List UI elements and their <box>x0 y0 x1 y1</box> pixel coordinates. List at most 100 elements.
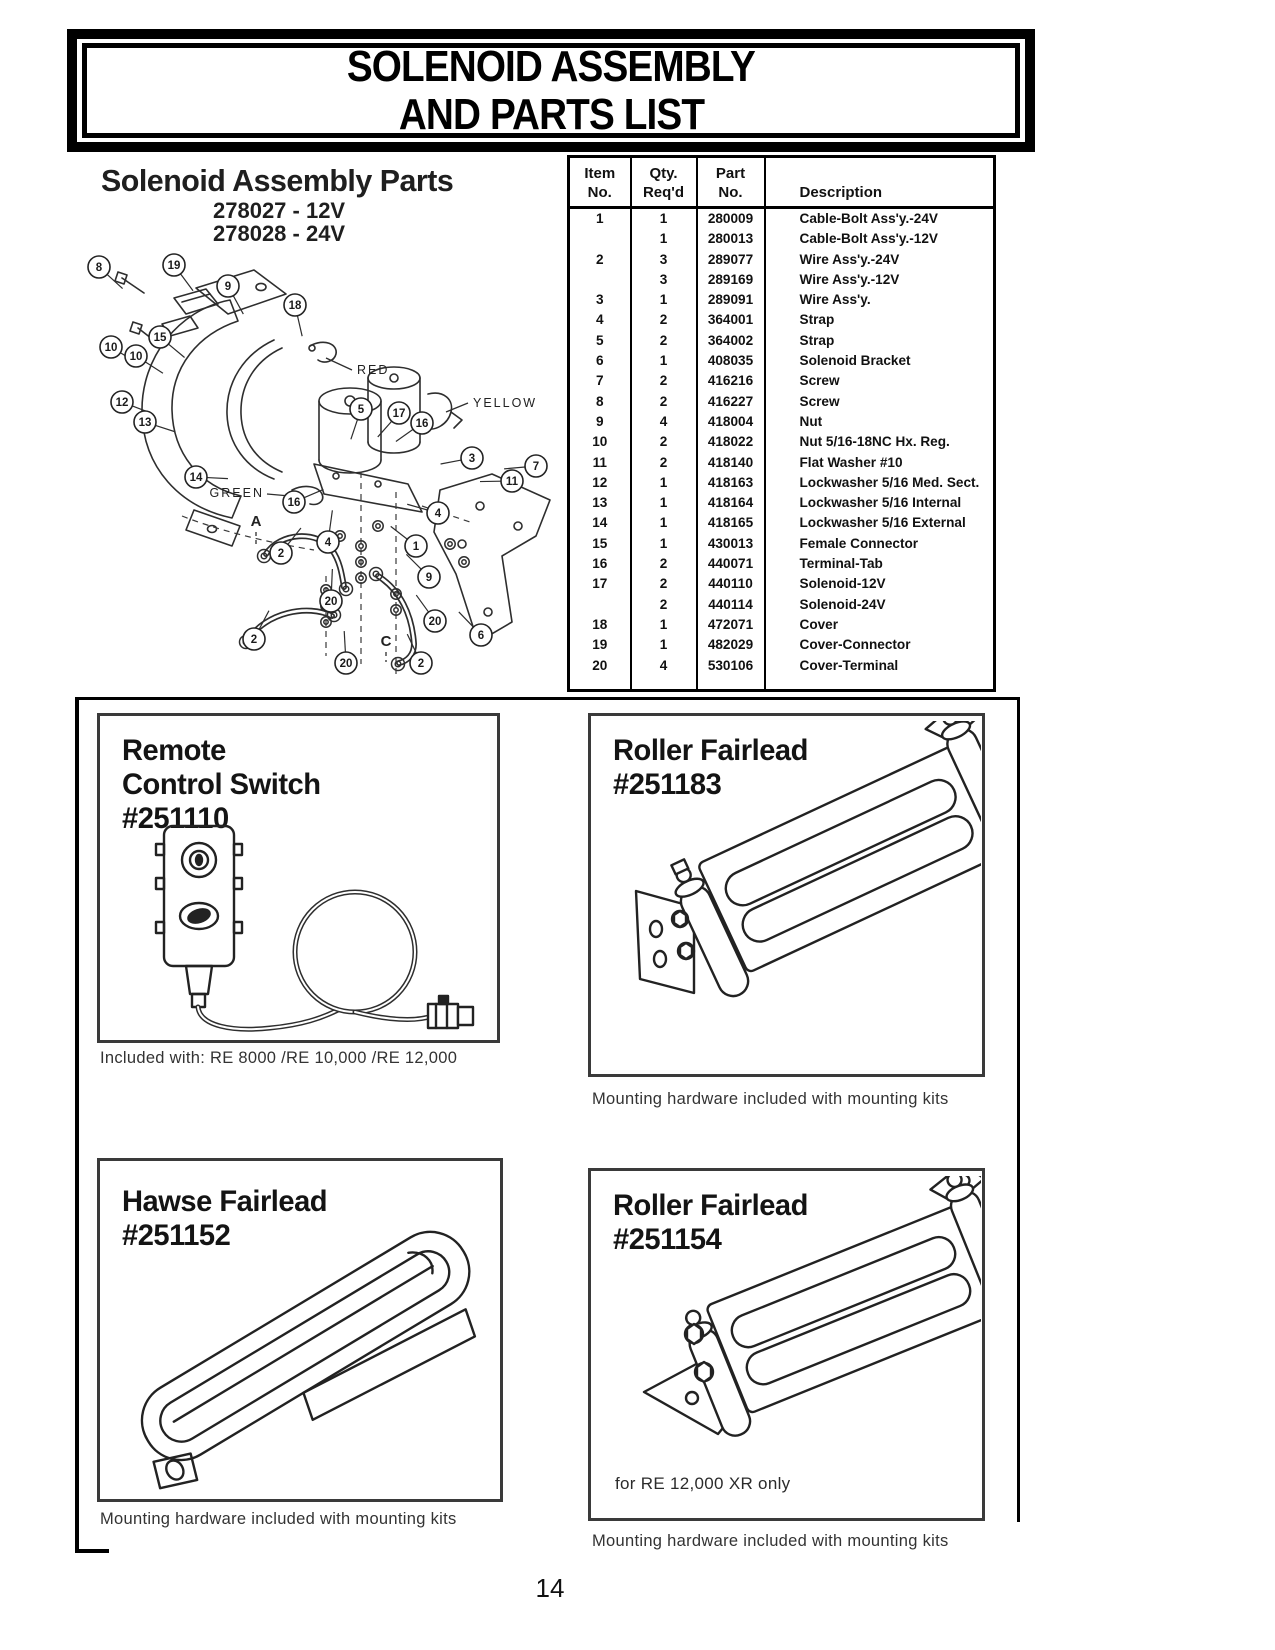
item-cell <box>569 595 631 615</box>
svg-text:7: 7 <box>533 461 539 473</box>
qty-cell: 1 <box>629 290 697 311</box>
svg-text:4: 4 <box>435 508 442 520</box>
svg-text:20: 20 <box>325 596 338 608</box>
svg-text:11: 11 <box>506 476 519 488</box>
qty-cell: 2 <box>629 330 697 352</box>
callout-2: 2 <box>242 610 270 651</box>
item-cell: 13 <box>592 495 608 511</box>
qty-cell: 4 <box>629 411 697 433</box>
header-qty-reqd: Qty.Req'd <box>629 156 697 209</box>
part-cell: 418165 <box>695 513 765 534</box>
desc-cell: Flat Washer #10 <box>763 452 995 473</box>
qty-cell: 2 <box>629 574 697 595</box>
item-cell: 20 <box>592 657 608 673</box>
part-cell: 416216 <box>695 371 765 392</box>
qty-cell: 1 <box>629 229 697 250</box>
item-cell: 14 <box>592 515 608 531</box>
svg-text:4: 4 <box>325 537 332 549</box>
svg-text:16: 16 <box>288 497 301 509</box>
svg-text:14: 14 <box>190 472 203 484</box>
item-cell: 15 <box>592 535 608 551</box>
roller-fairlead-251183-box: Roller Fairlead #251183 <box>588 713 985 1077</box>
callout-9: 9 <box>216 274 244 315</box>
svg-text:1: 1 <box>413 541 420 553</box>
accessories-section-frame <box>75 697 1017 1553</box>
desc-cell: Nut <box>763 411 995 433</box>
qty-cell: 1 <box>629 472 697 494</box>
part-cell: 482029 <box>695 635 765 656</box>
qty-cell: 1 <box>629 513 697 534</box>
item-cell: 6 <box>595 353 604 369</box>
callout-12: 12 <box>110 390 153 415</box>
svg-text:20: 20 <box>429 616 442 628</box>
page-title-box: SOLENOID ASSEMBLY AND PARTS LIST <box>67 29 1035 152</box>
roller-fairlead-251154-drawing <box>642 1176 981 1437</box>
qty-cell: 3 <box>629 269 697 291</box>
desc-cell: Wire Ass'y.-24V <box>763 249 995 270</box>
callout-6: 6 <box>458 611 493 647</box>
qty-cell: 1 <box>629 351 697 372</box>
item-cell: 5 <box>595 332 604 348</box>
diagram-label-yellow: YELLOW <box>473 396 537 410</box>
qty-cell: 1 <box>629 493 697 514</box>
hawse-fairlead-box: Hawse Fairlead #251152 <box>97 1158 503 1502</box>
item-cell: 7 <box>595 373 604 389</box>
model-number-12v: 278027 - 12V <box>213 198 346 223</box>
remote-control-switch-drawing <box>154 824 475 1032</box>
svg-text:13: 13 <box>139 417 152 429</box>
part-cell: 364001 <box>695 310 765 331</box>
remote-switch-caption: Included with: RE 8000 /RE 10,000 /RE 12… <box>100 1049 458 1067</box>
callout-3: 3 <box>440 446 484 470</box>
diagram-label-c: C <box>381 633 392 650</box>
callout-20: 20 <box>415 594 447 633</box>
item-cell: 10 <box>592 434 608 450</box>
svg-text:2: 2 <box>251 634 257 646</box>
qty-cell: 3 <box>629 249 697 270</box>
svg-text:12: 12 <box>116 397 129 409</box>
diagram-label-a: A <box>251 513 262 530</box>
svg-text:19: 19 <box>168 260 181 272</box>
roller-fairlead-251183-drawing <box>634 721 981 998</box>
svg-text:8: 8 <box>96 262 103 274</box>
callout-10: 10 <box>124 344 164 374</box>
callout-19: 19 <box>162 253 194 292</box>
part-cell: 440110 <box>695 574 765 595</box>
callout-4: 4 <box>407 501 450 525</box>
callout-20: 20 <box>319 569 343 613</box>
qty-cell: 2 <box>629 594 697 615</box>
callout-15: 15 <box>148 325 185 358</box>
accessories-frame-foot <box>75 1549 109 1553</box>
item-cell: 11 <box>592 454 607 470</box>
diagram-heading: Solenoid Assembly Parts <box>101 163 454 198</box>
roller-fairlead-251183-caption: Mounting hardware included with mounting… <box>592 1090 949 1108</box>
svg-text:20: 20 <box>340 658 353 670</box>
svg-text:2: 2 <box>418 658 424 670</box>
svg-text:9: 9 <box>225 281 231 293</box>
table-filler-row <box>569 675 995 691</box>
svg-text:2: 2 <box>278 548 284 560</box>
item-cell: 16 <box>592 556 608 572</box>
item-cell: 1 <box>595 211 604 226</box>
part-cell: 280009 <box>695 207 765 230</box>
page-title-line1: SOLENOID ASSEMBLY <box>346 41 756 91</box>
roller-fairlead-251183-title: Roller Fairlead #251183 <box>613 734 808 801</box>
part-cell: 418163 <box>695 472 765 494</box>
hawse-fairlead-title: Hawse Fairlead #251152 <box>122 1185 328 1252</box>
svg-text:15: 15 <box>154 332 167 344</box>
item-cell: 3 <box>595 292 604 308</box>
part-cell: 440071 <box>695 554 765 575</box>
callout-17: 17 <box>377 401 411 438</box>
part-cell: 364002 <box>695 330 765 352</box>
